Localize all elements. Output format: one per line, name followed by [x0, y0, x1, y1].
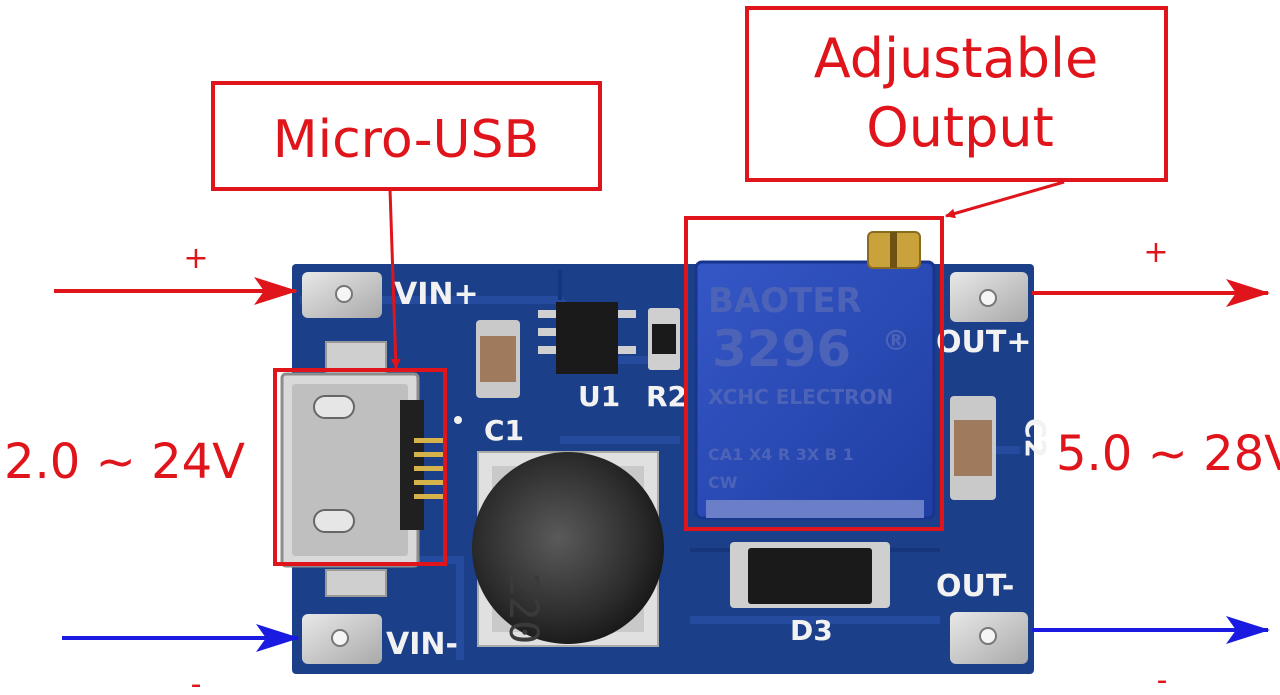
- pot-model-label: 3296: [712, 320, 851, 378]
- input-minus-sign: -: [191, 667, 202, 695]
- c1-label: C1: [484, 414, 524, 447]
- chip-u1: [538, 302, 636, 374]
- pot-cw-label: CW: [708, 473, 738, 492]
- pad-vin-plus: [302, 272, 382, 318]
- callout-adjustable-line2: Output: [866, 96, 1054, 159]
- r2-label: R2: [646, 380, 687, 413]
- diode-d3: [730, 542, 890, 608]
- inductor-coil: [472, 451, 664, 647]
- input-plus-sign: +: [183, 241, 208, 276]
- d3-label: D3: [790, 614, 833, 647]
- vin-plus-label: VIN+: [394, 277, 479, 312]
- pot-maker-label: XCHC ELECTRON: [708, 385, 893, 409]
- adjustable-pointer-line: [945, 180, 1065, 219]
- resistor-r2: [648, 308, 680, 370]
- vin-minus-label: VIN-: [386, 627, 458, 662]
- out-minus-label: OUT-: [936, 569, 1014, 604]
- pad-out-minus: [950, 612, 1028, 664]
- pot-registered-mark: ®: [882, 324, 910, 357]
- callout-micro-usb-label: Micro-USB: [273, 110, 539, 170]
- usb-pointer-line: [388, 188, 401, 369]
- callout-adjustable-line1: Adjustable: [814, 27, 1098, 90]
- c2-label: C2: [1019, 418, 1052, 458]
- pad-vin-minus: [302, 614, 382, 664]
- output-minus-sign: -: [1157, 663, 1168, 695]
- output-plus-sign: +: [1143, 235, 1168, 270]
- u1-label: U1: [578, 380, 620, 413]
- potentiometer: [694, 231, 936, 520]
- callout-adjustable-output: Adjustable Output: [745, 6, 1168, 182]
- pot-brand-label: BAOTER: [708, 281, 862, 321]
- capacitor-c1: [476, 320, 520, 398]
- output-voltage-range: 5.0 ~ 28V: [1056, 426, 1280, 482]
- capacitor-c2: [950, 396, 996, 500]
- out-plus-label: OUT+: [936, 325, 1031, 360]
- callout-micro-usb: Micro-USB: [211, 81, 602, 191]
- pot-code-label: CA1 X4 R 3X B 1: [708, 445, 854, 464]
- usb-highlight-box: [273, 368, 447, 566]
- inductor-value-label: 220: [500, 572, 546, 644]
- pad-out-plus: [950, 272, 1028, 322]
- pot-highlight-box: [684, 216, 944, 531]
- input-voltage-range: 2.0 ~ 24V: [4, 434, 245, 490]
